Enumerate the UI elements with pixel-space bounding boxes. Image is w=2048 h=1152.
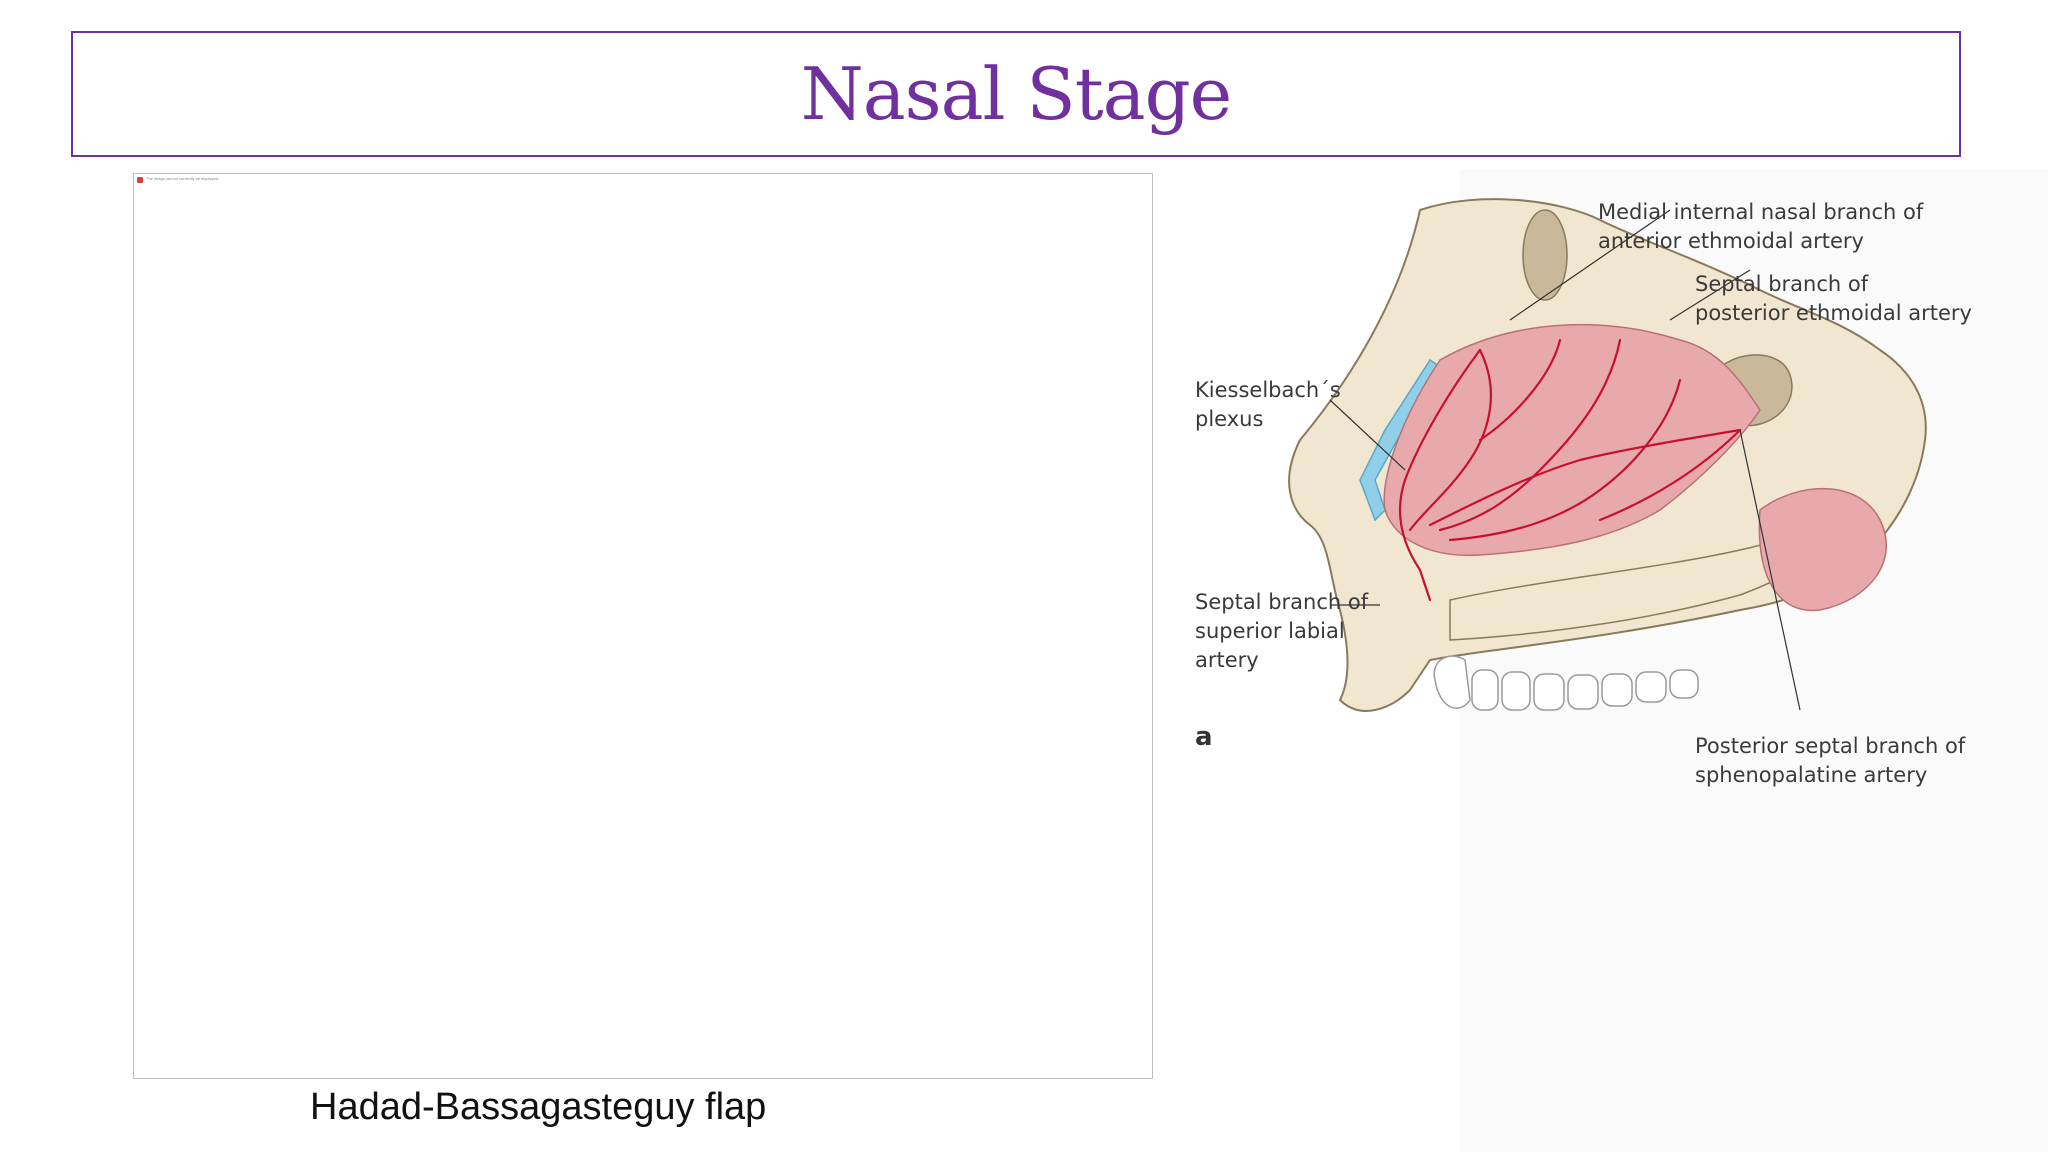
teeth xyxy=(1433,655,1699,711)
nasal-septum-illustration xyxy=(1288,198,1927,712)
label-posterior-septal-sphenopalatine: Posterior septal branch of sphenopalatin… xyxy=(1695,734,1966,787)
image-caption: Hadad-Bassagasteguy flap xyxy=(310,1086,767,1128)
tongue xyxy=(1758,487,1887,612)
broken-image-text: The image cannot currently be displayed. xyxy=(146,176,220,181)
label-septal-posterior-ethmoidal: Septal branch of posterior ethmoidal art… xyxy=(1695,272,1972,325)
label-medial-internal: Medial internal nasal branch of anterior… xyxy=(1598,200,1924,253)
broken-image-placeholder: The image cannot currently be displayed. xyxy=(133,173,1153,1079)
panel-letter: a xyxy=(1195,722,1213,752)
slide-title: Nasal Stage xyxy=(800,52,1233,136)
leader-lines xyxy=(1329,209,1801,711)
broken-image-icon xyxy=(137,177,143,183)
septal-mucosa xyxy=(1383,324,1761,557)
frontal-sinus xyxy=(1522,209,1568,301)
title-box: Nasal Stage xyxy=(71,31,1961,157)
arteries xyxy=(1398,338,1742,602)
label-kiesselbach: Kiesselbach´s plexus xyxy=(1195,378,1341,431)
label-septal-superior-labial: Septal branch of superior labial artery xyxy=(1195,590,1369,672)
